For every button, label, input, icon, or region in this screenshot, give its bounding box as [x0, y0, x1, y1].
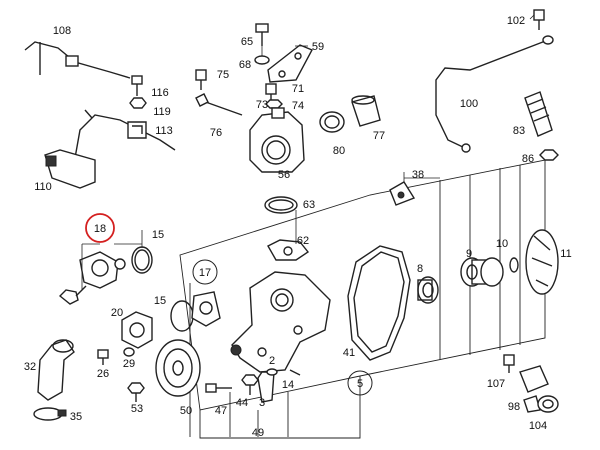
- seal-8-graphic: [417, 276, 439, 304]
- label-110[interactable]: 110: [34, 181, 52, 193]
- hose-108-graphic: [24, 41, 131, 79]
- thermostat-17-graphic: [170, 291, 221, 332]
- label-71[interactable]: 71: [292, 83, 304, 95]
- connector-83-86: [524, 91, 559, 161]
- gasket-41-graphic: [347, 245, 411, 361]
- bracket-59-group: [254, 23, 313, 83]
- label-65[interactable]: 65: [241, 36, 253, 48]
- label-56[interactable]: 56: [278, 169, 290, 181]
- label-107[interactable]: 107: [487, 378, 505, 390]
- screw-2-14: [266, 368, 301, 376]
- label-75[interactable]: 75: [217, 69, 229, 81]
- label-44[interactable]: 44: [236, 397, 248, 409]
- label-113[interactable]: 113: [155, 125, 173, 137]
- label-3[interactable]: 3: [259, 397, 265, 409]
- label-102[interactable]: 102: [507, 15, 525, 27]
- label-2[interactable]: 2: [269, 355, 275, 367]
- sensor-98-107-104: [503, 354, 559, 413]
- label-83[interactable]: 83: [513, 125, 525, 137]
- flange-38-graphic: [389, 181, 416, 206]
- label-50[interactable]: 50: [180, 405, 192, 417]
- label-76[interactable]: 76: [210, 127, 222, 139]
- label-20[interactable]: 20: [111, 307, 123, 319]
- assembly-bracket: [179, 159, 546, 439]
- ring-10-graphic: [509, 257, 519, 273]
- elbow-32-clamp-35: [33, 339, 75, 421]
- label-73[interactable]: 73: [256, 99, 268, 111]
- impeller-11-graphic: [525, 229, 559, 295]
- bearing-9-graphic: [460, 257, 504, 287]
- label-15-upper[interactable]: 15: [152, 229, 164, 241]
- callout-circle-5: [347, 370, 373, 396]
- clamp-80-sleeve-77: [319, 95, 381, 133]
- oring-63-graphic: [264, 196, 298, 214]
- label-108[interactable]: 108: [53, 25, 71, 37]
- small-parts-71-73-74: [265, 83, 283, 109]
- label-32[interactable]: 32: [24, 361, 36, 373]
- label-8[interactable]: 8: [417, 263, 423, 275]
- water-pump-body: [230, 271, 331, 373]
- label-9[interactable]: 9: [466, 248, 472, 260]
- label-53[interactable]: 53: [131, 403, 143, 415]
- label-59[interactable]: 59: [312, 41, 324, 53]
- label-18[interactable]: 18: [94, 223, 106, 235]
- label-63[interactable]: 63: [303, 199, 315, 211]
- sensor-75-76: [195, 69, 243, 116]
- label-116[interactable]: 116: [151, 87, 169, 99]
- label-68[interactable]: 68: [239, 59, 251, 71]
- label-80[interactable]: 80: [333, 145, 345, 157]
- small-hardware-116-119-113: [127, 75, 147, 139]
- highlight-circle-18: [85, 213, 115, 243]
- label-74[interactable]: 74: [292, 100, 304, 112]
- thermostat-18-graphic: [58, 246, 153, 305]
- pipe-100-graphic: [435, 9, 554, 153]
- thermostat-housing-56: [249, 107, 305, 173]
- bolts-47-44-3: [205, 371, 275, 403]
- label-77[interactable]: 77: [373, 130, 385, 142]
- label-5[interactable]: 5: [357, 378, 363, 390]
- label-119[interactable]: 119: [153, 106, 171, 118]
- housing-20-26-29: [97, 311, 153, 365]
- leader-lines: [81, 14, 535, 290]
- label-49[interactable]: 49: [252, 427, 264, 439]
- label-104[interactable]: 104: [529, 420, 547, 432]
- label-100[interactable]: 100: [460, 98, 478, 110]
- label-15-lower[interactable]: 15: [154, 295, 166, 307]
- label-17[interactable]: 17: [199, 267, 211, 279]
- label-98[interactable]: 98: [508, 401, 520, 413]
- label-41[interactable]: 41: [343, 347, 355, 359]
- callout-circle-17: [192, 259, 218, 285]
- bolt-53-graphic: [127, 382, 145, 402]
- label-35[interactable]: 35: [70, 411, 82, 423]
- label-86[interactable]: 86: [522, 153, 534, 165]
- pipe-110-graphic: [44, 109, 176, 189]
- label-47[interactable]: 47: [215, 405, 227, 417]
- part-labels: 108 65 59 102 68 75 71 116 119 113 76 73…: [24, 15, 572, 439]
- gasket-62-graphic: [267, 239, 310, 261]
- label-62[interactable]: 62: [297, 235, 309, 247]
- label-29[interactable]: 29: [123, 358, 135, 370]
- pulley-50-graphic: [155, 339, 201, 397]
- label-26[interactable]: 26: [97, 368, 109, 380]
- label-10[interactable]: 10: [496, 238, 508, 250]
- label-14[interactable]: 14: [282, 379, 294, 391]
- label-38[interactable]: 38: [412, 169, 424, 181]
- label-11[interactable]: 11: [560, 248, 571, 260]
